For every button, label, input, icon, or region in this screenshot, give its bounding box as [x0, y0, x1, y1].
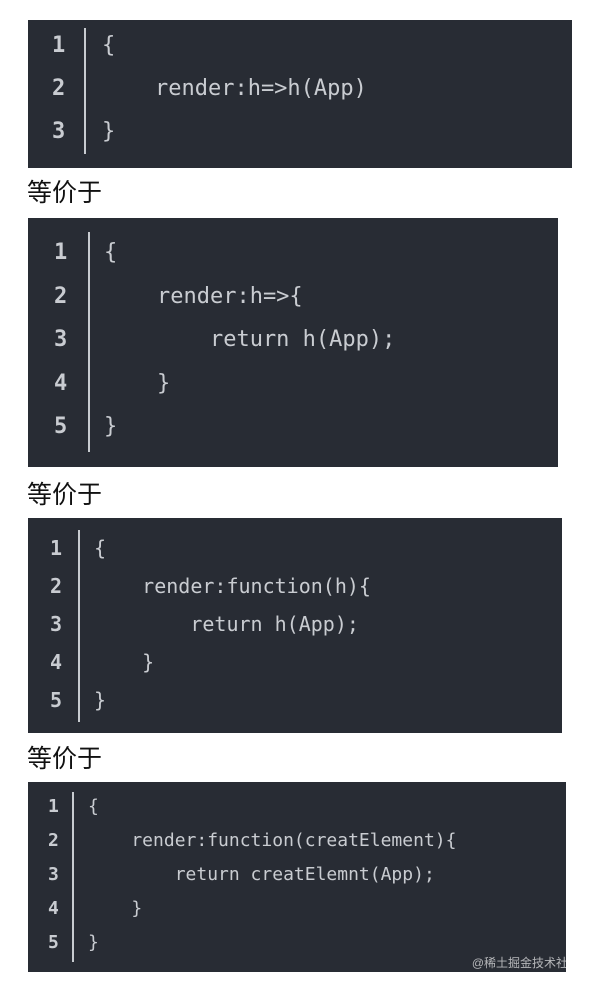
line-number: 1: [50, 536, 63, 560]
line-number: 2: [54, 284, 68, 309]
code-block-2: 1 2 3 4 5 { render:h=>{ return h(App); }…: [28, 218, 558, 467]
code-line: return h(App);: [104, 327, 396, 352]
caption-equivalent: 等价于: [27, 744, 103, 773]
code-line: {: [88, 796, 99, 817]
line-number: 5: [54, 414, 68, 439]
line-number: 3: [50, 612, 63, 636]
line-number: 3: [54, 327, 68, 352]
code-line: {: [104, 240, 118, 265]
code-line: render:h=>h(App): [102, 76, 367, 101]
line-number: 1: [48, 796, 59, 817]
code-line: render:function(creatElement){: [88, 830, 457, 851]
watermark-site: @稀土掘金技术社区: [471, 956, 580, 970]
code-line: }: [94, 650, 155, 674]
code-line: }: [104, 414, 118, 439]
line-number: 1: [54, 240, 68, 265]
code-block-4: 1 2 3 4 5 { render:function(creatElement…: [28, 782, 566, 972]
gutter-divider: [72, 792, 74, 962]
code-line: return creatElemnt(App);: [88, 864, 435, 885]
line-number: 4: [50, 650, 63, 674]
gutter-divider: [78, 530, 80, 722]
gutter-divider: [84, 28, 86, 154]
code-line: }: [88, 898, 143, 919]
line-number: 4: [48, 898, 59, 919]
line-number: 4: [54, 371, 68, 396]
code-line: }: [104, 371, 171, 396]
caption-equivalent: 等价于: [27, 178, 103, 207]
line-number: 2: [50, 574, 63, 598]
code-block-3: 1 2 3 4 5 { render:function(h){ return h…: [28, 518, 562, 733]
code-block-1: 1 2 3 { render:h=>h(App) }: [28, 20, 572, 168]
code-line: {: [94, 536, 107, 560]
line-number: 2: [52, 76, 66, 101]
code-line: }: [102, 119, 116, 144]
line-number: 1: [52, 33, 66, 58]
line-number: 5: [50, 688, 63, 712]
gutter-divider: [88, 232, 90, 452]
line-number: 3: [48, 864, 59, 885]
code-line: {: [102, 33, 116, 58]
code-line: render:h=>{: [104, 284, 303, 309]
line-number: 2: [48, 830, 59, 851]
line-number: 3: [52, 119, 66, 144]
code-line: }: [94, 688, 107, 712]
line-number: 5: [48, 932, 59, 953]
code-line: return h(App);: [94, 612, 359, 636]
code-line: }: [88, 932, 99, 953]
caption-equivalent: 等价于: [27, 480, 103, 509]
code-line: render:function(h){: [94, 574, 371, 598]
watermark-url: https://blog.csdn.net/qq_...: [427, 970, 581, 985]
